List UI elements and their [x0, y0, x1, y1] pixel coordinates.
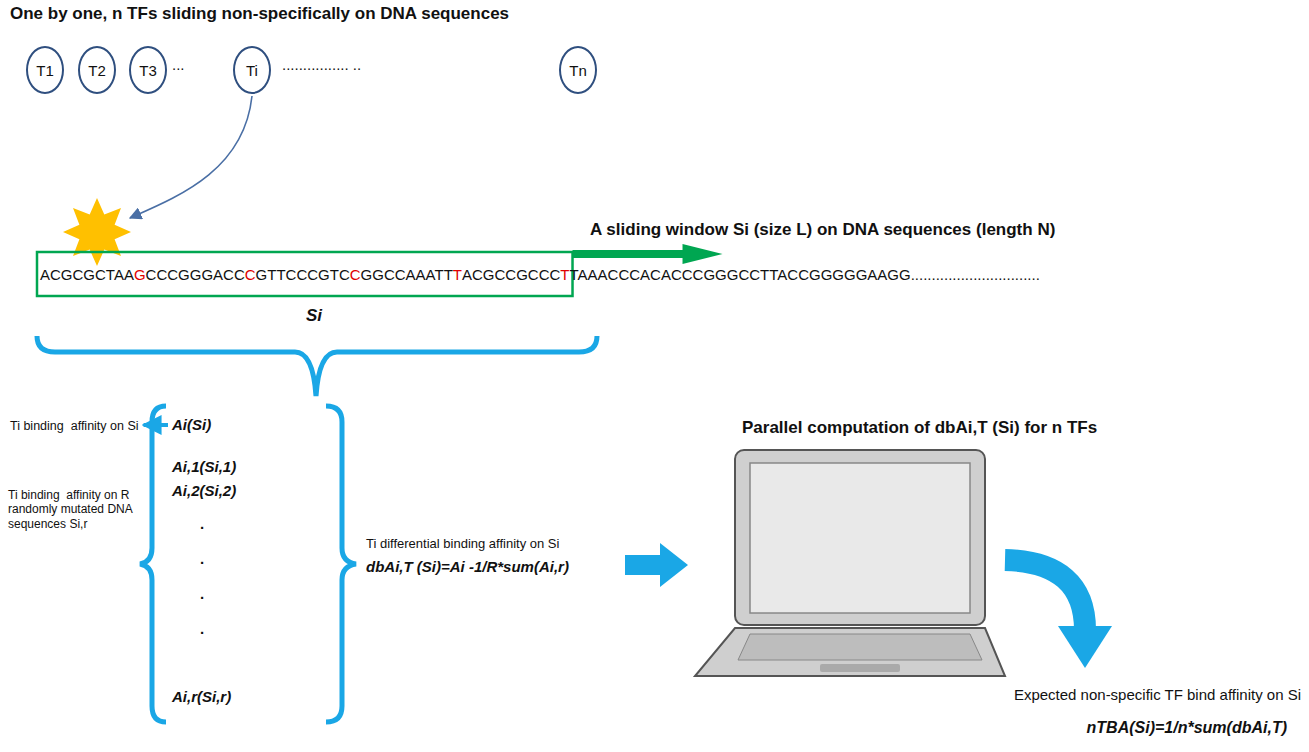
- note: Ti differential binding affinity on Si: [366, 536, 559, 552]
- formula: nTBA(Si)=1/n*sum(dbAi,T): [1087, 718, 1287, 737]
- note: Ti binding affinity on Si: [10, 419, 139, 434]
- ellipsis-dot: .: [200, 515, 204, 533]
- dna-bases: ACGCGCTAA: [40, 266, 134, 284]
- sliding-window: [37, 252, 573, 296]
- laptop-icon: [695, 450, 1005, 676]
- tf-circle: T3: [129, 46, 167, 94]
- ellipsis-dot: .: [200, 585, 204, 603]
- slide-arrow: [573, 244, 723, 264]
- dna-bases: TAAACCCACACCCGGGCCTTACCGGGGGAAGG........…: [570, 266, 1040, 284]
- dna-bases: CCCGGGACC: [146, 266, 245, 284]
- mutated-base: T: [453, 266, 462, 284]
- formula: dbAi,T (Si)=Ai -1/R*sum(Ai,r): [366, 558, 569, 576]
- ellipsis-dot: .: [200, 620, 204, 638]
- title: One by one, n TFs sliding non-specifical…: [10, 4, 509, 24]
- block-arrow: [625, 543, 688, 587]
- mutated-base: T: [560, 266, 569, 284]
- brace: [140, 406, 166, 722]
- dna-sequence: ACGCGCTAAGCCCGGGACCCGTTCCCGTCCGGCCAAATTT…: [40, 266, 1040, 284]
- dna-bases: ACGCCGCCC: [462, 266, 560, 284]
- mutated-base: C: [350, 266, 361, 284]
- tf-circle: Ti: [233, 46, 271, 94]
- note: Ti binding affinity on R randomly mutate…: [8, 488, 136, 531]
- tf-circle: T2: [78, 46, 116, 94]
- heading: Parallel computation of dbAi,T (Si) for …: [742, 418, 1097, 438]
- window-caption: A sliding window Si (size L) on DNA sequ…: [590, 220, 1055, 240]
- formula: Ai,2(Si,2): [172, 482, 236, 500]
- tf-circle: T1: [26, 46, 64, 94]
- pointer-arrow: [130, 96, 252, 218]
- ellipsis: ...: [172, 56, 185, 74]
- formula: Ai,1(Si,1): [172, 458, 236, 476]
- tf-name: T1: [36, 62, 54, 79]
- window-name: Si: [306, 306, 322, 326]
- tf-name: T2: [88, 62, 106, 79]
- brace: [37, 336, 597, 396]
- dna-bases: GTTCCCGTC: [256, 266, 350, 284]
- note: Expected non-specific TF bind affinity o…: [1014, 686, 1301, 704]
- mutated-base: G: [134, 266, 146, 284]
- curved-arrow-head: [1058, 626, 1112, 668]
- tf-name: Tn: [569, 62, 587, 79]
- curved-arrow: [1005, 560, 1085, 630]
- ellipsis-dot: .: [200, 550, 204, 568]
- mutated-base: C: [245, 266, 256, 284]
- tf-name: Ti: [246, 62, 258, 79]
- formula: Ai(Si): [172, 416, 211, 434]
- tf-name: T3: [139, 62, 157, 79]
- ellipsis: ................ ..: [282, 56, 361, 74]
- brace: [326, 406, 356, 722]
- tf-circle: Tn: [559, 46, 597, 94]
- pointer-arrow: [144, 423, 168, 427]
- formula: Ai,r(Si,r): [172, 688, 231, 706]
- dna-bases: GGCCAAATT: [361, 266, 453, 284]
- star-burst: [63, 198, 131, 266]
